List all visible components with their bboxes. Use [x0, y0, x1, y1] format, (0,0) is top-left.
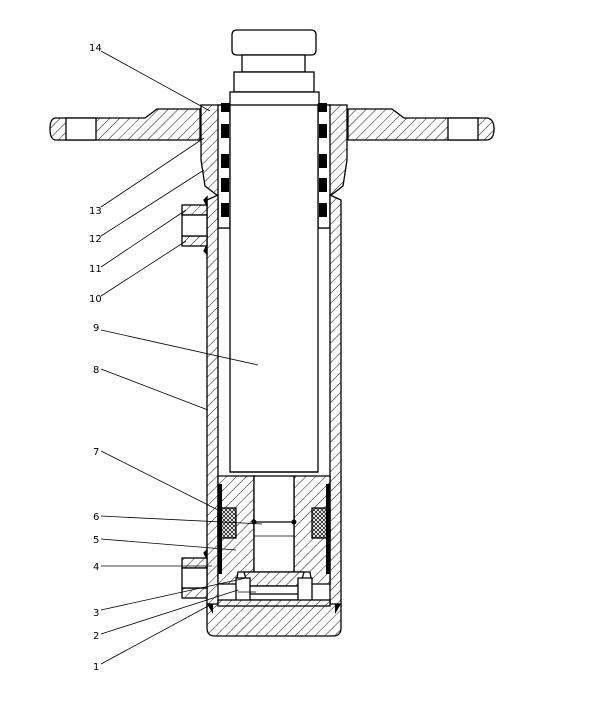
callout-9: 9 [93, 323, 99, 334]
gland-seals [221, 103, 327, 217]
callout-14: 14 [89, 43, 102, 54]
lower-side-port [181, 548, 208, 599]
callout-5: 5 [93, 535, 99, 546]
piston [217, 475, 331, 585]
top-cap [229, 29, 320, 107]
mounting-flange [49, 108, 495, 141]
piston-rod [229, 104, 319, 473]
callout-2: 2 [93, 631, 99, 642]
upper-side-port [181, 195, 208, 256]
callout-12: 12 [89, 234, 102, 245]
callout-7: 7 [93, 447, 99, 458]
callout-10: 10 [89, 294, 102, 305]
callout-6: 6 [93, 512, 99, 523]
callout-8: 8 [93, 365, 99, 376]
callout-labels: 14 13 12 11 10 9 8 7 6 5 4 3 2 1 [89, 43, 102, 673]
callout-4: 4 [93, 562, 99, 573]
callout-13: 13 [89, 206, 102, 217]
end-cap [206, 599, 342, 637]
check-valve [235, 571, 313, 605]
leader-lines [100, 50, 263, 665]
callout-11: 11 [89, 264, 102, 275]
callout-1: 1 [93, 662, 99, 673]
callout-3: 3 [93, 608, 99, 619]
